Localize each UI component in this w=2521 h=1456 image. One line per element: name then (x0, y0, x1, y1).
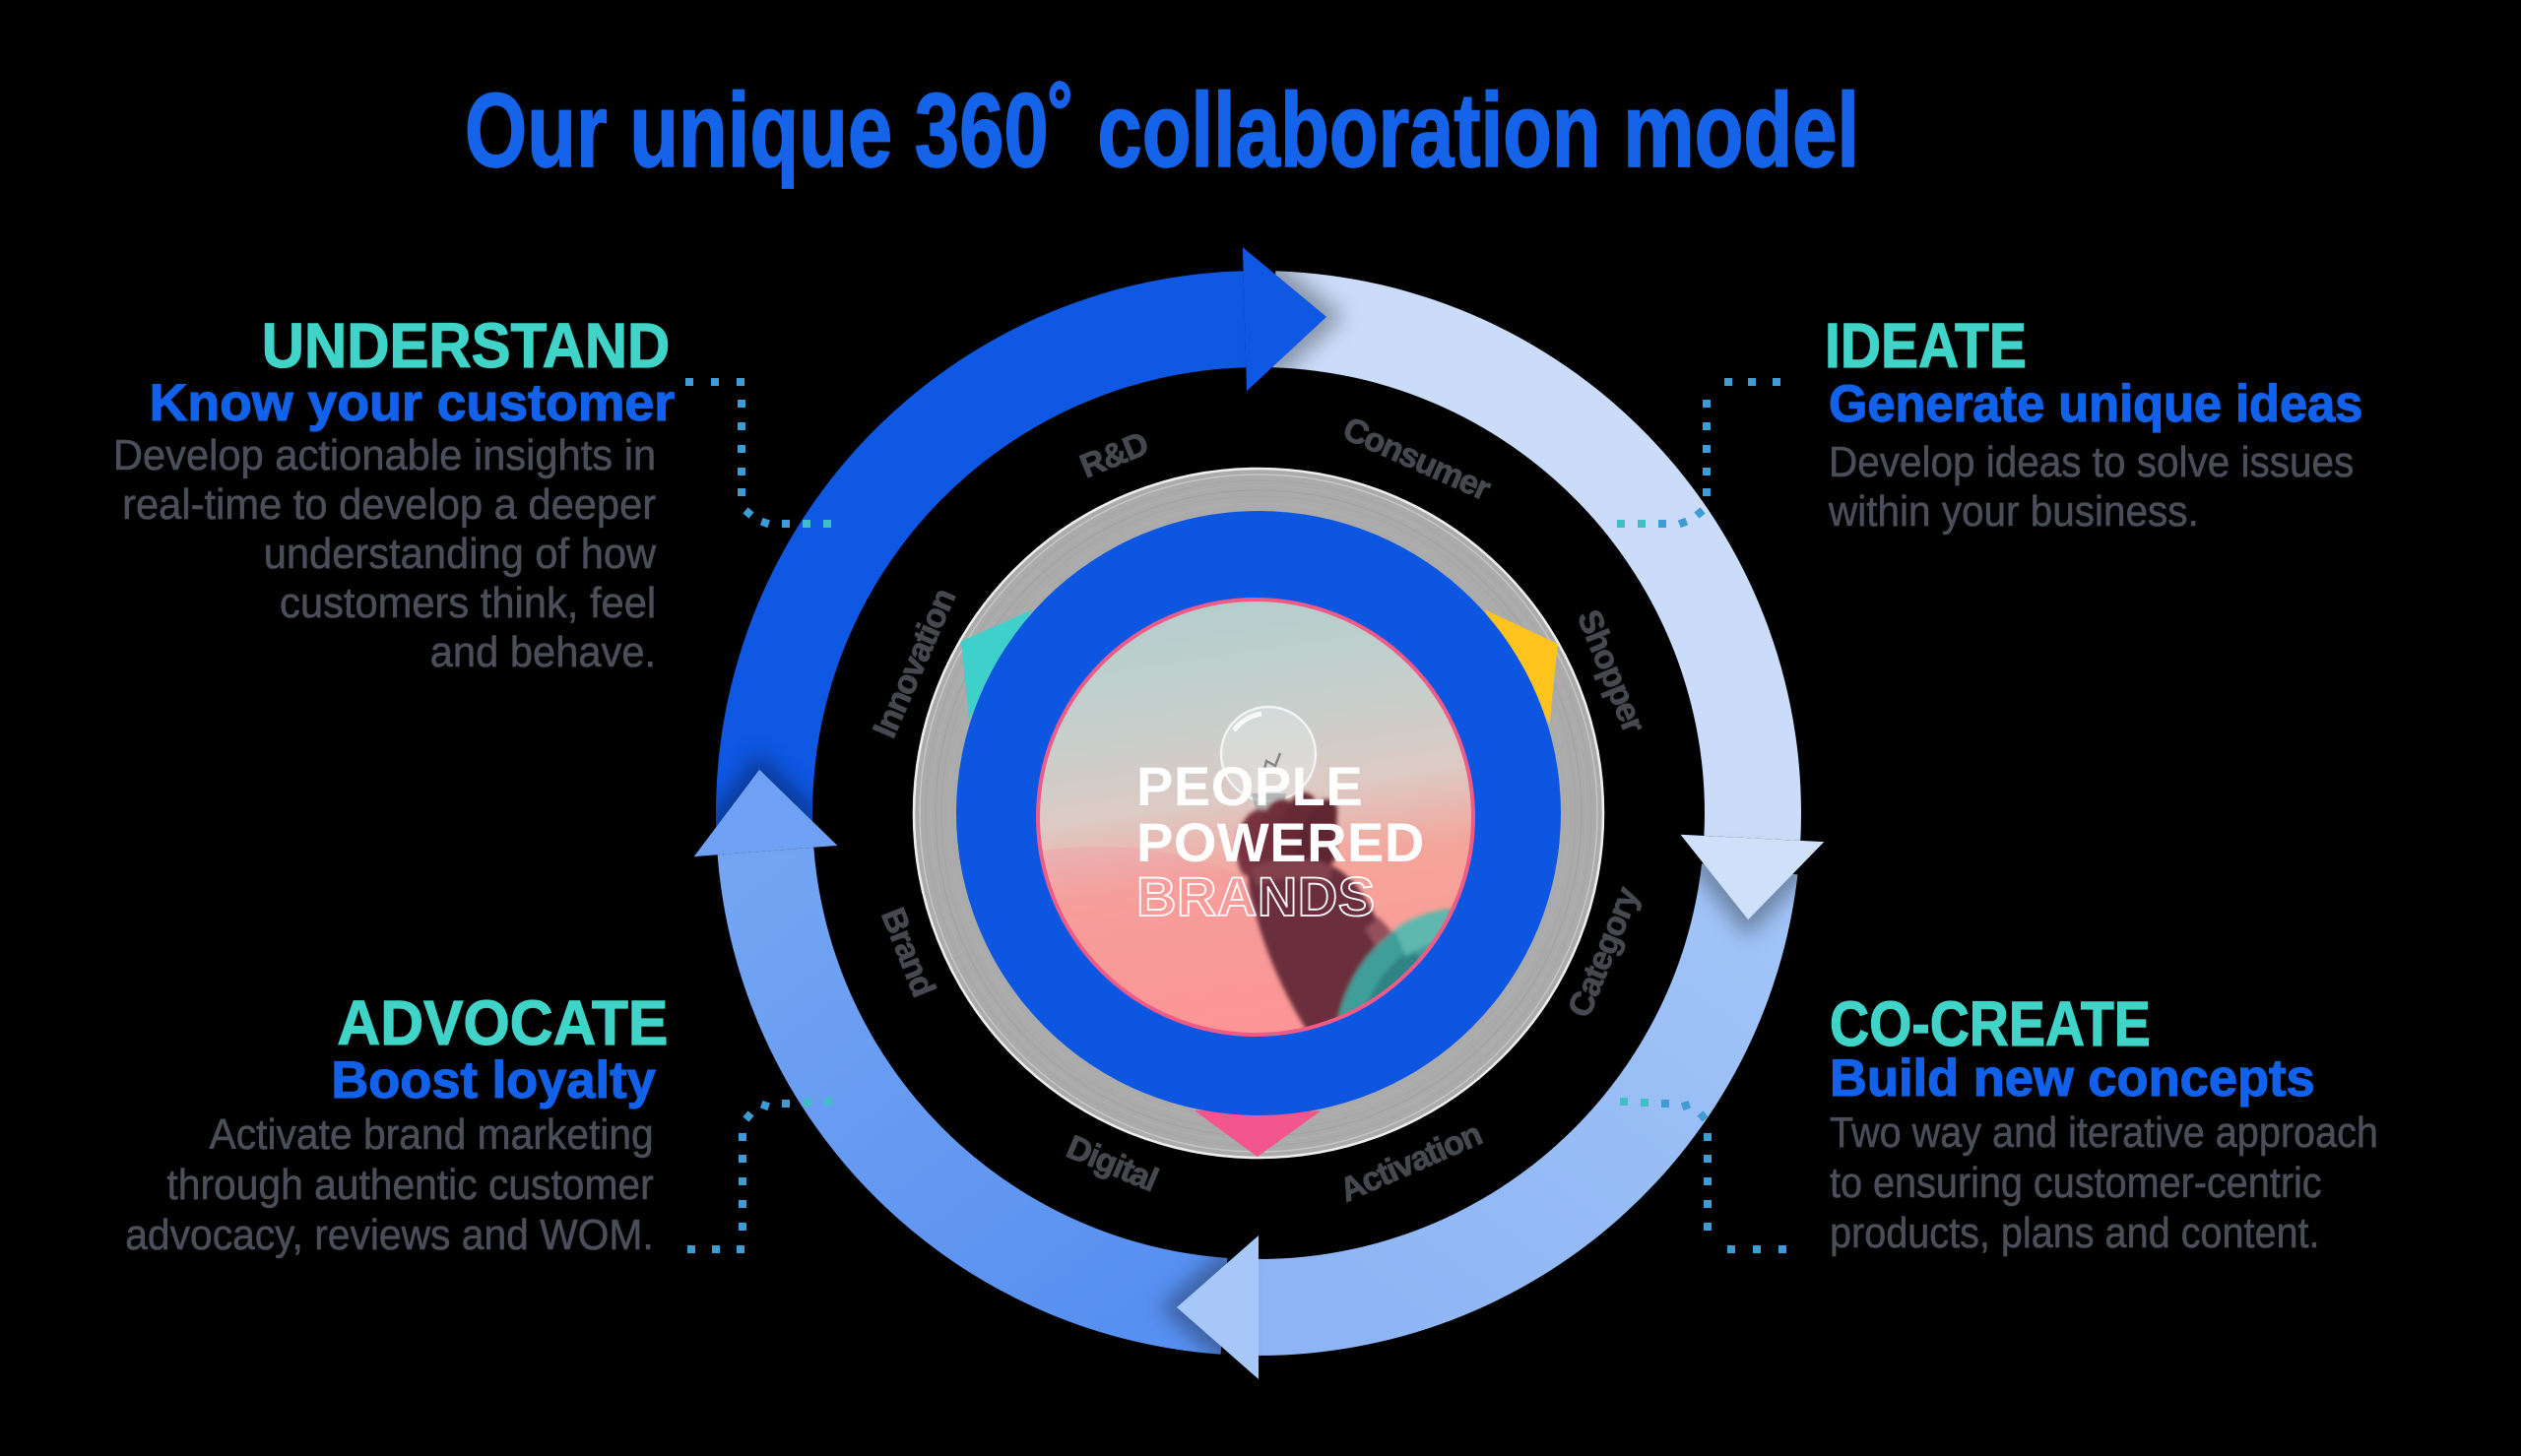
svg-text:R&D: R&D (1075, 425, 1154, 486)
svg-text:PEOPLE: PEOPLE (1136, 755, 1363, 817)
svg-text:POWERED: POWERED (1136, 811, 1425, 873)
svg-text:BRANDS: BRANDS (1136, 865, 1376, 927)
